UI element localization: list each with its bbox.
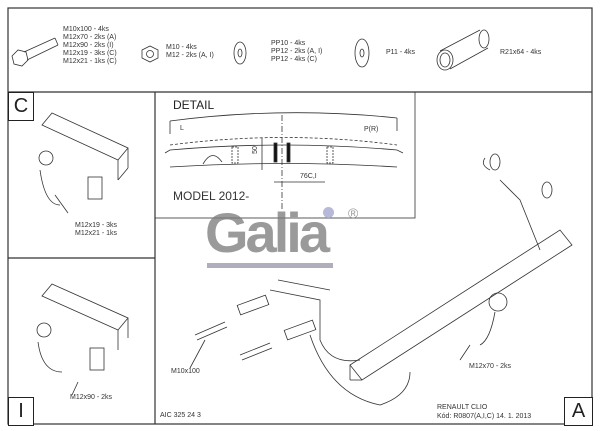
main-bolt-m12-label: M12x70 - 2ks: [469, 363, 512, 370]
washer-icon: [233, 41, 247, 65]
logo-underline: [207, 263, 333, 268]
model-label: MODEL 2012-: [173, 189, 250, 203]
panel-i-bolt: M12x90 - 2ks: [70, 394, 113, 401]
part-text: M10x100 - 4ks: [63, 26, 109, 33]
detail-drawing: [164, 112, 404, 210]
washer-list: PP10 - 4ks PP12 - 2ks (A, I) PP12 - 4ks …: [271, 40, 322, 64]
part-text: PP10 - 4ks: [271, 40, 306, 47]
detail-dim-50: 50: [251, 146, 259, 154]
part-text: M12 - 2ks (A, I): [166, 52, 214, 59]
bolt-list: M10x100 - 4ks M12x70 - 2ks (A) M12x90 - …: [63, 26, 117, 66]
registered-mark: ®: [348, 205, 359, 221]
logo-dot: [323, 207, 334, 218]
part-text: PP12 - 2ks (A, I): [271, 48, 323, 55]
spacer-label: R21x64 - 4ks: [500, 49, 542, 56]
part-text: PP12 - 4ks (C): [271, 56, 317, 63]
galia-logo: Galia: [205, 205, 345, 269]
part-text: M12x21 - 1ks: [75, 230, 118, 237]
panel-c-drawing: [38, 112, 129, 214]
panel-a-label: A: [564, 397, 593, 426]
nut-list: M10 - 4ks M12 - 2ks (A, I): [166, 44, 214, 60]
main-bolt-m10-label: M10x100: [171, 368, 200, 375]
panel-c-label: C: [8, 92, 34, 121]
towbar-drawing: [189, 153, 573, 406]
washer-p11-label: P11 - 4ks: [386, 49, 416, 56]
part-text: M12x21 - 1ks (C): [63, 58, 117, 65]
detail-right-label: P(R): [364, 126, 379, 133]
panel-i-drawing: [36, 283, 129, 396]
part-text: M12x19 - 3ks (C): [63, 50, 117, 57]
panel-i-label: I: [8, 397, 34, 426]
panel-c-bolts: M12x19 - 3ks M12x21 - 1ks: [75, 222, 117, 238]
logo-text: Galia: [205, 201, 330, 264]
detail-title: DETAIL: [173, 98, 215, 112]
detail-left-label: L: [180, 125, 184, 132]
part-text: M12x90 - 2ks (I): [63, 42, 114, 49]
kod-date: Kód: R0807(A,I,C) 14. 1. 2013: [437, 413, 532, 420]
part-text: M10 - 4ks: [166, 44, 197, 51]
spacer-icon: [436, 29, 490, 71]
part-text: M12x70 - 2ks (A): [63, 34, 117, 41]
bolt-icon: [11, 37, 59, 67]
nut-icon: [141, 45, 159, 63]
washer-p11-icon: [354, 38, 370, 68]
detail-dim-76: 76C,I: [300, 173, 317, 180]
part-text: M12x19 - 3ks: [75, 222, 118, 229]
vehicle-name: RENAULT CLIO: [437, 404, 488, 411]
drawing-code: AIC 325 24 3: [160, 412, 201, 419]
